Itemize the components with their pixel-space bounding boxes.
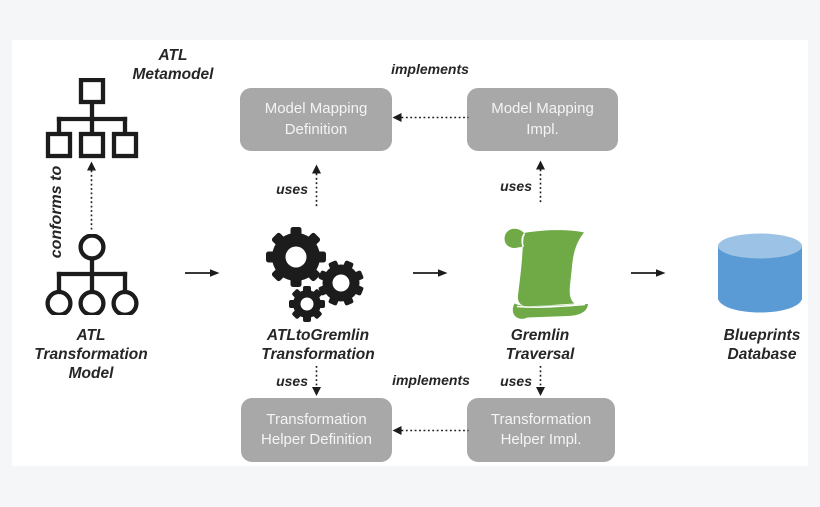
box-line: Transformation xyxy=(266,410,367,428)
box-line: Model Mapping xyxy=(264,100,368,118)
gear-small xyxy=(289,286,325,322)
uses-bottom-right-arrow xyxy=(536,366,545,396)
caption-atltogremlin-transformation: ATLtoGremlin Transformation xyxy=(248,327,388,365)
caption-atl-metamodel: ATL Metamodel xyxy=(118,47,228,85)
caption-line: Metamodel xyxy=(132,65,214,83)
label-implements-top: implements xyxy=(391,61,469,77)
model-circles-tree-icon xyxy=(45,234,139,315)
caption-line: Blueprints xyxy=(723,327,801,344)
scroll-flap xyxy=(504,228,524,249)
box-line: Helper Definition xyxy=(261,431,372,448)
caption-line: Gremlin xyxy=(510,327,570,344)
metamodel-squares-tree-icon xyxy=(45,78,139,159)
flow-arrow-transformation-to-traversal xyxy=(413,269,448,277)
caption-line: ATL Transformation xyxy=(34,327,148,363)
conforms-to-arrow xyxy=(87,161,96,231)
caption-line: Database xyxy=(727,345,797,363)
label-uses-bottom-left: uses xyxy=(276,373,308,389)
label-implements-bottom: implements xyxy=(392,372,470,388)
gears-icon xyxy=(266,227,364,322)
caption-line: ATL xyxy=(158,47,188,64)
gear-medium xyxy=(318,260,364,306)
scroll-body xyxy=(517,230,584,307)
caption-line: Model xyxy=(68,364,114,382)
box-model-mapping-impl: Model Mapping Impl. xyxy=(467,88,618,151)
caption-atl-transformation-model: ATL Transformation Model xyxy=(21,327,161,384)
uses-top-right-arrow xyxy=(536,160,545,204)
flow-arrow-model-to-transformation xyxy=(185,269,220,277)
caption-line: ATLtoGremlin xyxy=(266,327,370,344)
uses-top-left-arrow xyxy=(312,164,321,208)
caption-blueprints-database: Blueprints Database xyxy=(692,327,820,365)
diagram-canvas xyxy=(12,40,808,466)
box-transformation-helper-impl: Transformation Helper Impl. xyxy=(467,398,615,462)
gear-large xyxy=(266,227,326,287)
box-transformation-helper-definition: Transformation Helper Definition xyxy=(241,398,392,462)
box-model-mapping-definition: Model Mapping Definition xyxy=(240,88,392,151)
caption-line: Traversal xyxy=(505,345,575,363)
database-cylinder-icon xyxy=(718,233,802,313)
implements-bottom-arrow xyxy=(392,426,469,435)
uses-bottom-left-arrow xyxy=(312,366,321,396)
caption-line: Transformation xyxy=(261,345,375,363)
flow-arrow-traversal-to-database xyxy=(631,269,666,277)
implements-top-arrow xyxy=(392,113,469,122)
caption-gremlin-traversal: Gremlin Traversal xyxy=(470,327,610,365)
label-uses-bottom-right: uses xyxy=(500,373,532,389)
scroll-icon xyxy=(504,228,588,319)
box-line: Transformation xyxy=(490,410,592,428)
box-line: Definition xyxy=(284,120,348,138)
label-uses-top-left: uses xyxy=(276,181,308,197)
box-line: Helper Impl. xyxy=(500,431,582,448)
label-uses-top-right: uses xyxy=(500,178,532,194)
box-line: Impl. xyxy=(526,120,559,138)
box-line: Model Mapping xyxy=(491,100,594,118)
